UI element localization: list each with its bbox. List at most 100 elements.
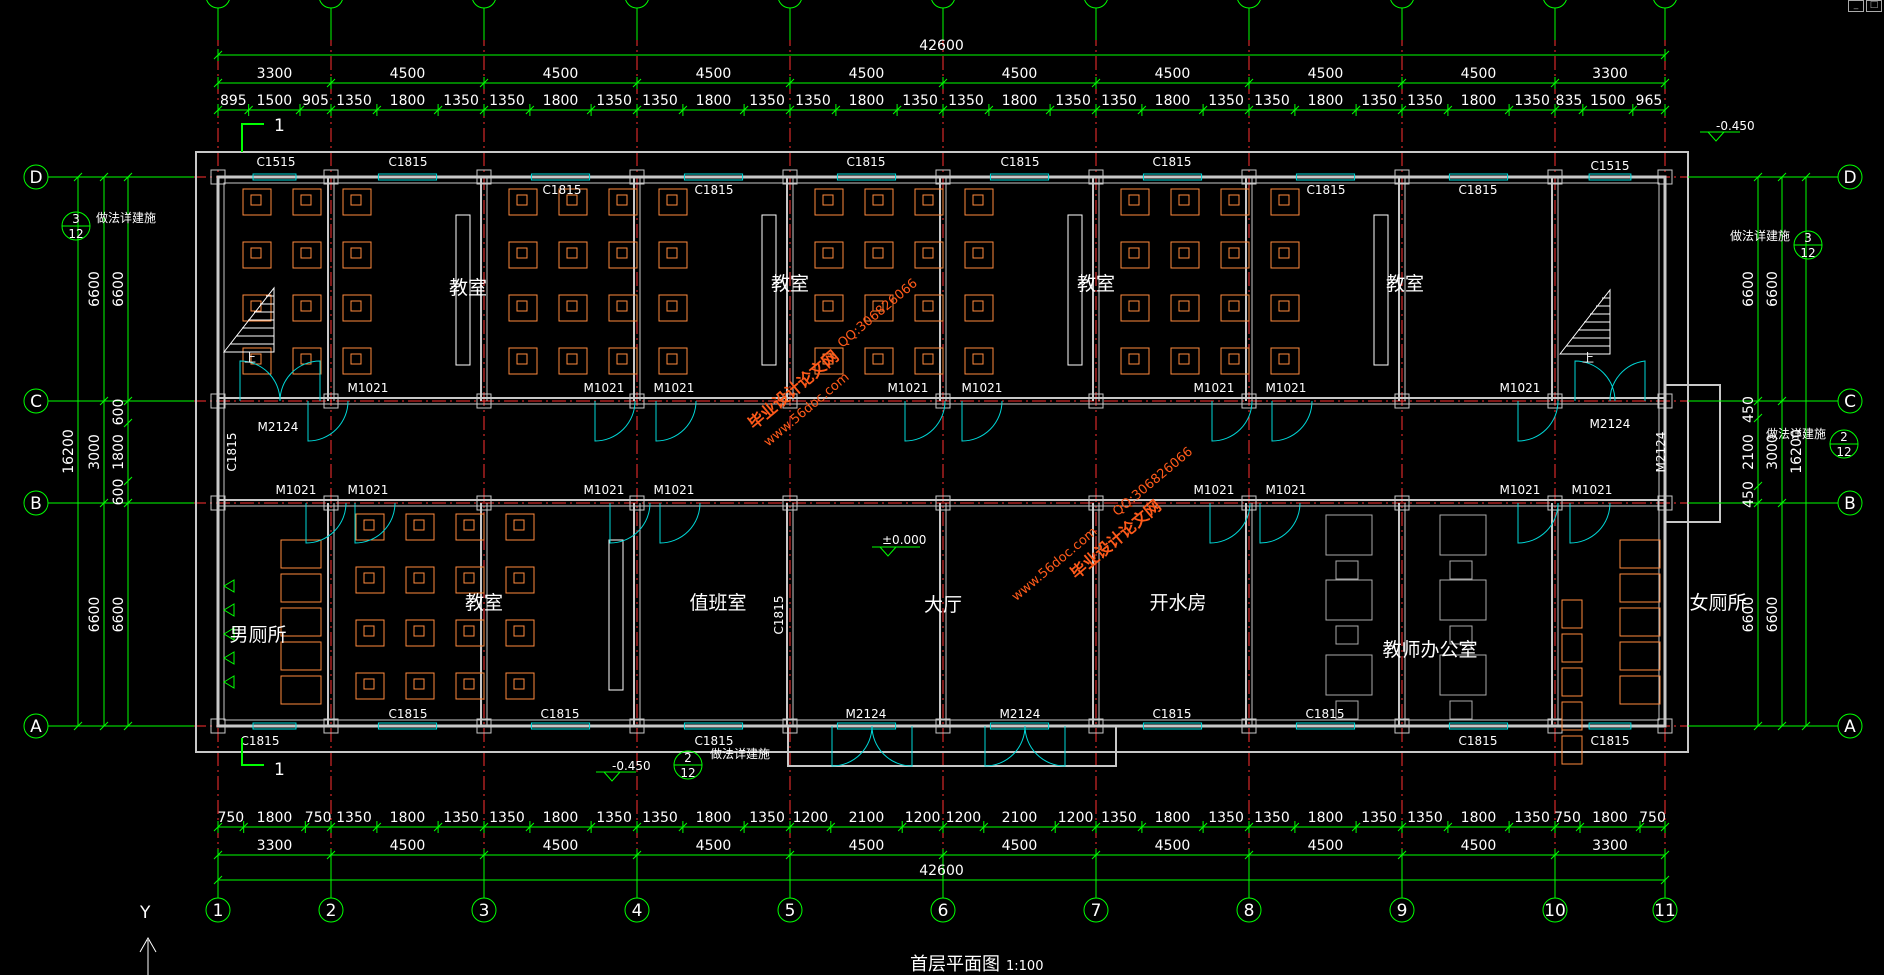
dim-right-mid: 6600 xyxy=(1765,271,1781,307)
dim-bay-top: 4500 xyxy=(1155,66,1191,82)
dim-detail-top: 1800 xyxy=(1461,93,1497,109)
stair-up-left: 上 xyxy=(244,351,256,365)
toilet-stall-icon xyxy=(1561,735,1583,765)
dim-detail-bottom: 1350 xyxy=(1254,810,1290,826)
window xyxy=(252,173,297,181)
dim-detail-bottom: 1350 xyxy=(1101,810,1137,826)
elev-marker-icon xyxy=(596,771,636,782)
dim-detail-top: 1800 xyxy=(543,93,579,109)
chair xyxy=(566,300,578,312)
window xyxy=(1142,173,1203,181)
blackboard xyxy=(761,214,777,366)
minimize-button[interactable]: _ xyxy=(1848,0,1864,12)
chair xyxy=(1128,300,1140,312)
desk xyxy=(608,294,638,322)
dimension-lines xyxy=(73,49,1811,886)
desk xyxy=(658,347,688,375)
grid-col-label: 9 xyxy=(1397,901,1408,921)
chair xyxy=(463,572,475,584)
structural-column xyxy=(476,495,492,511)
maximize-button[interactable]: □ xyxy=(1866,0,1882,12)
chair xyxy=(300,300,312,312)
toilet-stall-icon xyxy=(1619,573,1661,603)
dim-detail-top: 965 xyxy=(1636,93,1663,109)
structural-column xyxy=(210,718,226,734)
chair xyxy=(822,194,834,206)
structural-column xyxy=(935,169,951,185)
structural-column xyxy=(323,393,339,409)
dim-detail-bottom: 1350 xyxy=(1208,810,1244,826)
office-desk-icon xyxy=(1439,654,1487,696)
grid-bubble-icon xyxy=(206,0,230,9)
door-swing-icon xyxy=(1271,400,1313,442)
desk xyxy=(814,241,844,269)
door-swing-icon xyxy=(1211,400,1253,442)
office-chair-icon xyxy=(1335,560,1359,580)
chair xyxy=(822,247,834,259)
urinal-icon xyxy=(223,603,235,617)
chair xyxy=(922,300,934,312)
blackboard xyxy=(1067,214,1083,366)
desk xyxy=(964,294,994,322)
window xyxy=(1295,722,1356,730)
desk xyxy=(405,513,435,541)
desk xyxy=(914,241,944,269)
chair xyxy=(1278,300,1290,312)
window-tag: C1815 xyxy=(1307,183,1346,197)
double-door-icon xyxy=(984,725,1066,767)
dim-detail-bottom: 1800 xyxy=(1308,810,1344,826)
structural-column xyxy=(1088,169,1104,185)
door-swing-icon xyxy=(659,502,701,544)
structural-column xyxy=(1394,169,1410,185)
dim-detail-top: 1800 xyxy=(849,93,885,109)
dim-detail-bottom: 1800 xyxy=(696,810,732,826)
window xyxy=(252,722,297,730)
chair xyxy=(1278,247,1290,259)
structural-column xyxy=(1657,718,1673,734)
urinal-icon xyxy=(223,651,235,665)
dim-detail-bottom: 1800 xyxy=(543,810,579,826)
window xyxy=(683,173,744,181)
desk xyxy=(455,672,485,700)
grid-row-label: D xyxy=(1843,168,1856,188)
door-swing-icon xyxy=(594,400,636,442)
desk xyxy=(558,188,588,216)
office-chair-icon xyxy=(1335,700,1359,720)
dim-bay-bottom: 4500 xyxy=(543,838,579,854)
door-swing-icon xyxy=(1569,502,1611,544)
structural-column xyxy=(1241,169,1257,185)
door-tag: M1021 xyxy=(1194,483,1235,497)
chair xyxy=(413,678,425,690)
window xyxy=(989,173,1050,181)
blackboard xyxy=(455,214,471,366)
toilet-stall-icon xyxy=(1619,539,1661,569)
dim-detail-top: 1350 xyxy=(336,93,372,109)
chair xyxy=(1128,194,1140,206)
dim-tick xyxy=(1753,413,1763,423)
desk xyxy=(342,347,372,375)
detail-sheet: 12 xyxy=(680,766,695,780)
grid-bubble-icon xyxy=(1390,0,1414,9)
dim-detail-top: 1350 xyxy=(1514,93,1550,109)
chair xyxy=(516,300,528,312)
desk xyxy=(1270,294,1300,322)
dim-detail-bottom: 1350 xyxy=(489,810,525,826)
structural-column xyxy=(629,393,645,409)
dim-detail-bottom: 1800 xyxy=(1592,810,1628,826)
blackboard xyxy=(608,539,624,691)
window-tag: C1815 xyxy=(389,707,428,721)
office-desk-icon xyxy=(1439,579,1487,621)
window-tag: C1815 xyxy=(241,734,280,748)
dim-right-outer: 16200 xyxy=(1789,429,1805,474)
desk xyxy=(964,241,994,269)
chair xyxy=(300,194,312,206)
toilet-stall-icon xyxy=(280,607,322,637)
side-entrance xyxy=(1665,384,1721,523)
chair xyxy=(513,519,525,531)
dim-bay-top: 3300 xyxy=(1592,66,1628,82)
desk xyxy=(914,188,944,216)
dim-bay-bottom: 3300 xyxy=(257,838,293,854)
